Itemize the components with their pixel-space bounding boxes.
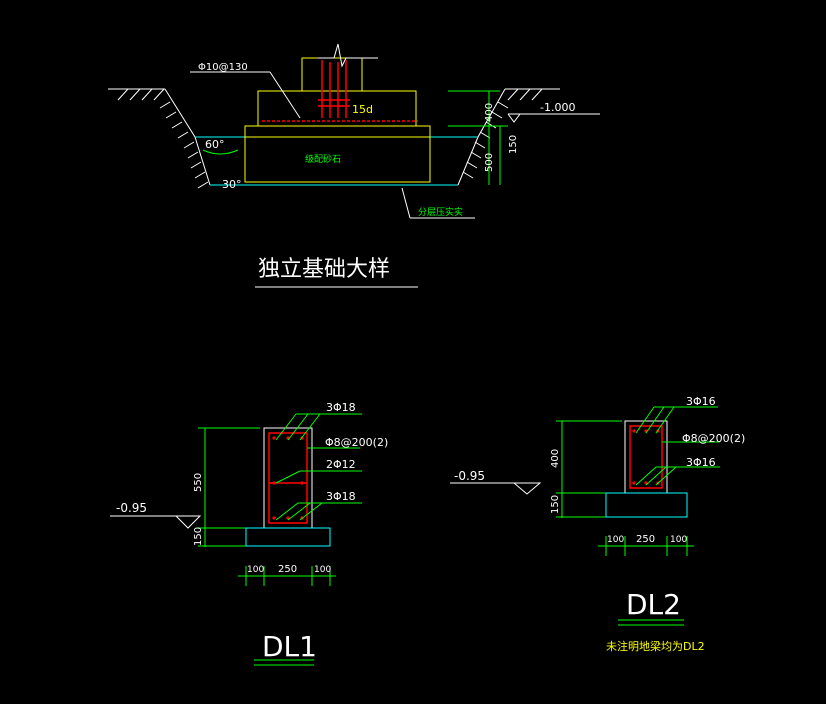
dl1-w2: 250 bbox=[278, 564, 297, 575]
column-stub bbox=[301, 57, 363, 92]
rebar-label: Φ10@130 bbox=[198, 62, 248, 73]
dl1-title: DL1 bbox=[262, 630, 317, 663]
dl1-elev-marker bbox=[175, 515, 202, 529]
dl2-leaders bbox=[635, 406, 720, 486]
elev-label: -1.000 bbox=[540, 101, 575, 114]
dim-150: 150 bbox=[508, 135, 519, 154]
dl2-rebar-cage bbox=[629, 425, 663, 489]
dl2-top-bar: 3Φ16 bbox=[686, 395, 716, 408]
ground-hatch-left bbox=[117, 88, 165, 101]
foundation-title: 独立基础大样 bbox=[258, 257, 390, 282]
dl1-w1: 100 bbox=[247, 565, 264, 575]
dl2-h1: 400 bbox=[550, 449, 561, 468]
dl1-bot-bar: 3Φ18 bbox=[326, 490, 356, 503]
anchor-label: 15d bbox=[352, 103, 373, 116]
dl2-h2: 150 bbox=[550, 495, 561, 514]
dl2-w2: 250 bbox=[636, 534, 655, 545]
dl1-h2: 150 bbox=[193, 527, 204, 546]
dl2-w3: 100 bbox=[670, 535, 687, 545]
foundation-detail: Φ10@130 15d 60° 30° 级配砂石 分层压实实 -1.000 40… bbox=[108, 43, 600, 288]
dl1-rebar-cage bbox=[268, 432, 308, 524]
compact-leader bbox=[401, 187, 411, 219]
dl1-detail: 3Φ18 Φ8@200(2) 2Φ12 3Φ18 550 150 -0.95 1… bbox=[110, 401, 388, 666]
dl1-w3: 100 bbox=[314, 565, 331, 575]
dl2-elev: -0.95 bbox=[454, 469, 485, 483]
dl1-elev: -0.95 bbox=[116, 501, 147, 515]
dl1-leaders bbox=[275, 413, 362, 521]
angle-arc bbox=[202, 149, 239, 155]
column-rebar bbox=[318, 60, 350, 118]
dl2-dim-ext bbox=[556, 420, 622, 518]
dl1-dim-ticks bbox=[245, 566, 331, 586]
rebar-leader-diag bbox=[269, 71, 301, 119]
dl1-mid-bar: 2Φ12 bbox=[326, 458, 356, 471]
break-symbol bbox=[318, 43, 378, 68]
angle-30: 30° bbox=[222, 178, 242, 191]
dl2-dim-ticks bbox=[605, 536, 688, 556]
excavation-hatch-left bbox=[159, 101, 209, 189]
dl2-elev-marker bbox=[513, 482, 542, 495]
dl2-note: 未注明地梁均为DL2 bbox=[606, 639, 705, 653]
dl1-stirrup: Φ8@200(2) bbox=[325, 436, 388, 449]
dl2-stirrup: Φ8@200(2) bbox=[682, 432, 745, 445]
dim-500: 500 bbox=[484, 153, 495, 172]
dl2-cushion bbox=[605, 492, 688, 518]
dl2-detail: 3Φ16 Φ8@200(2) 3Φ16 400 150 -0.95 100 25… bbox=[450, 395, 745, 653]
dl1-bars bbox=[272, 436, 304, 520]
dl1-dim-ext bbox=[198, 427, 260, 547]
angle-60: 60° bbox=[205, 138, 225, 151]
fill-label: 级配砂石 bbox=[305, 153, 341, 165]
dl1-top-bar: 3Φ18 bbox=[326, 401, 356, 414]
ground-hatch-right bbox=[507, 88, 543, 101]
compact-label: 分层压实实 bbox=[418, 206, 463, 218]
dl2-title: DL2 bbox=[626, 588, 681, 621]
dl2-w1: 100 bbox=[607, 535, 624, 545]
footing-pad bbox=[244, 125, 431, 138]
dim-400: 400 bbox=[484, 103, 495, 122]
dl1-cushion bbox=[245, 527, 331, 547]
dl1-beam bbox=[263, 427, 313, 529]
elev-marker bbox=[507, 113, 521, 123]
excavation-hatch-right bbox=[462, 101, 509, 179]
dl1-h1: 550 bbox=[193, 473, 204, 492]
dl2-bot-bar: 3Φ16 bbox=[686, 456, 716, 469]
